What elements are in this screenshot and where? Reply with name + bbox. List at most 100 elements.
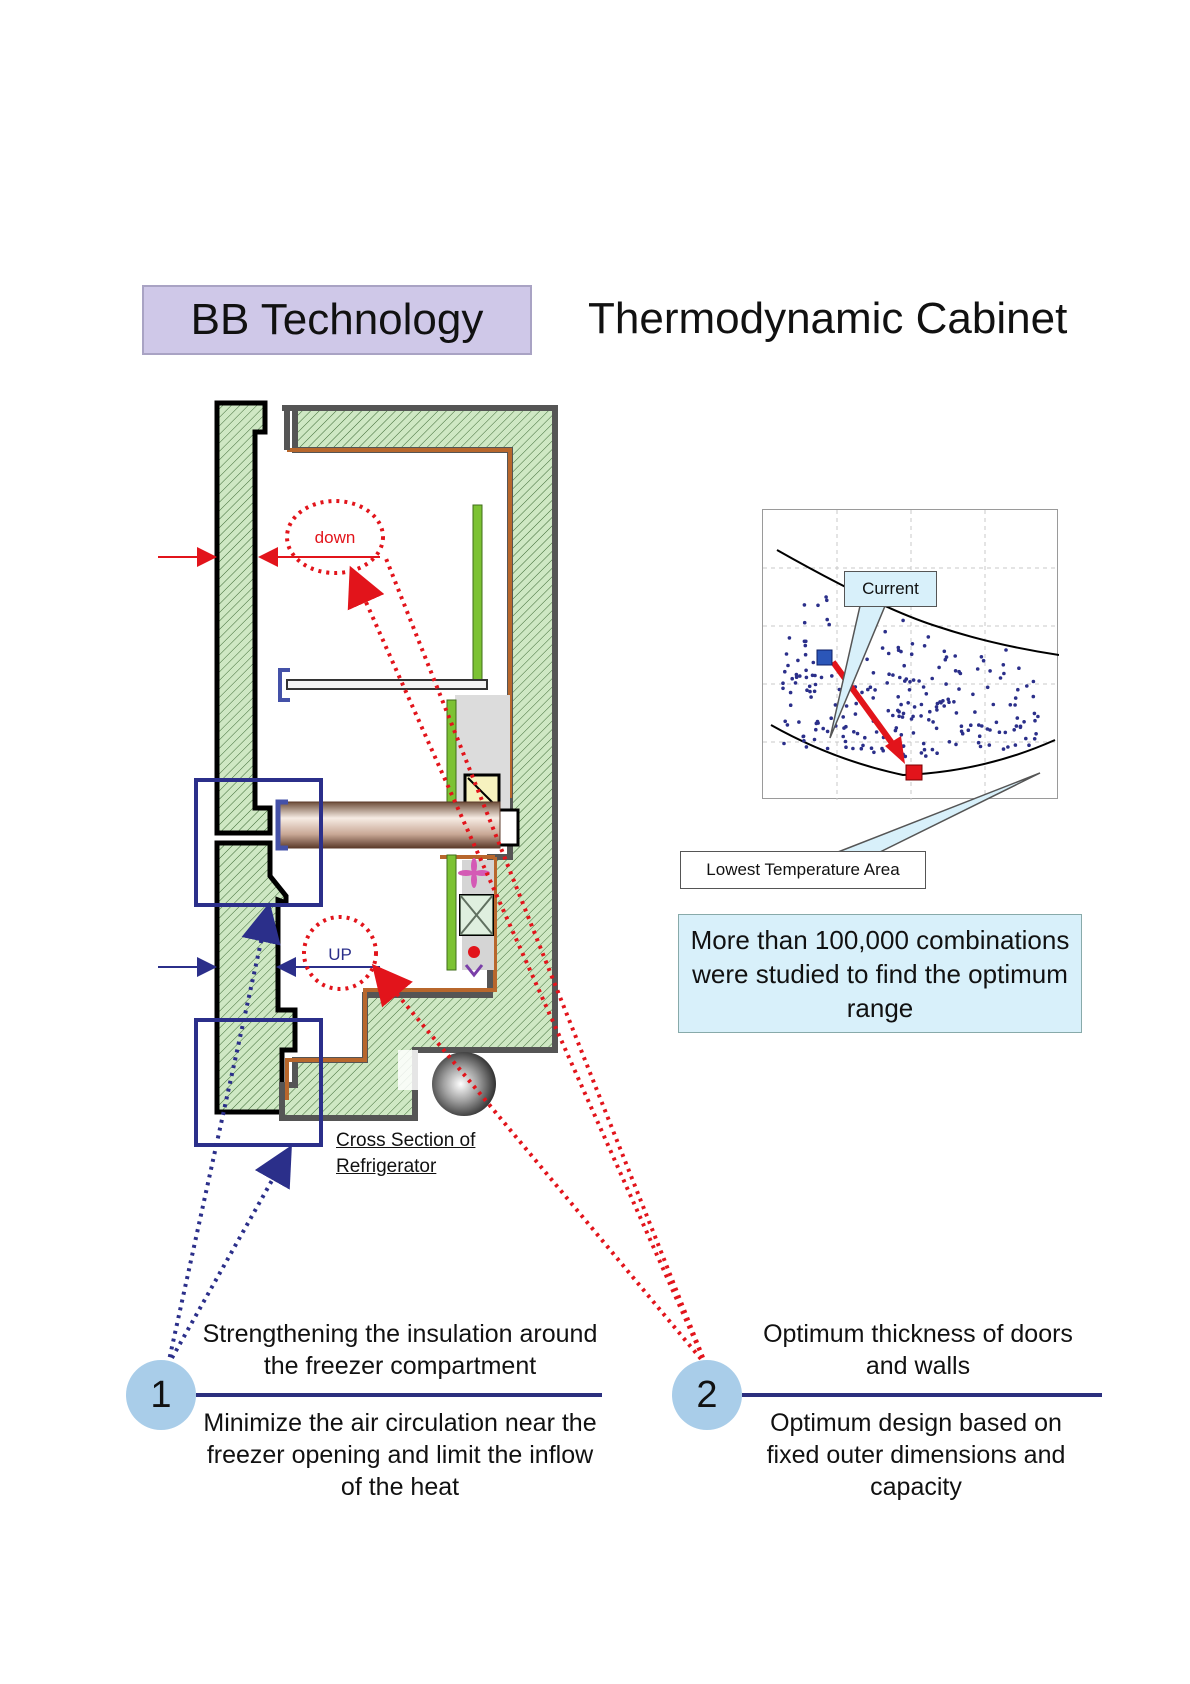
scatter-point (825, 598, 829, 603)
scatter-point (901, 618, 905, 623)
scatter-point (802, 739, 806, 743)
scatter-point (815, 719, 820, 724)
scatter-point (804, 745, 809, 749)
point-1-divider (196, 1393, 602, 1397)
scatter-point (1004, 648, 1008, 652)
point-2-divider (742, 1393, 1102, 1397)
scatter-point (809, 695, 813, 699)
scatter-point (883, 629, 887, 634)
scatter-point (854, 701, 858, 706)
scatter-point (930, 676, 934, 681)
scatter-point (783, 669, 787, 674)
scatter-point (868, 685, 873, 689)
scatter-point (1001, 663, 1006, 667)
scatter-point (1031, 694, 1036, 699)
scatter-point (942, 649, 947, 654)
scatter-point (896, 708, 900, 713)
scatter-point (909, 717, 914, 721)
scatter-point (1013, 743, 1018, 747)
scatter-point (803, 643, 808, 648)
scatter-point (977, 723, 981, 727)
optimization-chart (762, 509, 1060, 800)
scatter-point (985, 685, 990, 690)
scatter-point (1012, 728, 1016, 732)
scatter-point (794, 672, 799, 677)
scatter-point (935, 708, 939, 712)
scatter-point (1002, 671, 1006, 676)
scatter-point (860, 690, 864, 695)
scatter-point (1008, 703, 1013, 707)
scatter-point (917, 679, 921, 683)
scatter-point (798, 674, 802, 678)
scatter-point (1031, 679, 1036, 684)
scatter-point (958, 671, 963, 676)
scatter-point (793, 681, 798, 685)
scatter-point (805, 688, 809, 692)
scatter-point (997, 730, 1002, 734)
scatter-point (935, 701, 940, 706)
scatter-point (959, 724, 964, 728)
scatter-point (907, 688, 912, 692)
scatter-point (865, 657, 869, 662)
scatter-point (959, 729, 964, 734)
scatter-point (1032, 737, 1037, 741)
scatter-point (919, 751, 924, 755)
scatter-point (944, 682, 948, 686)
scatter-point (873, 688, 877, 692)
scatter-point (953, 669, 958, 673)
scatter-point (898, 675, 902, 680)
scatter-point (830, 674, 834, 678)
leader-lines-point-1 (166, 902, 292, 1366)
scatter-point (979, 655, 984, 659)
scatter-point (821, 726, 825, 731)
scatter-point (802, 620, 807, 625)
scatter-point (807, 684, 812, 689)
scatter-point (1025, 684, 1029, 688)
scatter-point (794, 675, 799, 679)
scatter-point (872, 750, 876, 755)
pipe (277, 801, 501, 849)
scatter-point (786, 663, 790, 668)
scatter-point (827, 622, 831, 627)
scatter-point (1022, 720, 1026, 724)
scatter-point (957, 687, 961, 691)
scatter-point (874, 730, 879, 734)
scatter-point (924, 754, 928, 758)
scatter-point (894, 726, 899, 730)
scatter-point (901, 711, 906, 716)
scatter-point (941, 699, 945, 703)
scatter-point (1014, 724, 1019, 728)
scatter-point (819, 675, 824, 680)
scatter-point (790, 676, 794, 681)
scatter-point (934, 726, 939, 731)
scatter-point (824, 595, 828, 599)
scatter-point (880, 646, 885, 650)
scatter-point (998, 676, 1003, 680)
scatter-point (802, 603, 807, 607)
scatter-point (985, 727, 990, 731)
scatter-point (844, 704, 849, 708)
diagram-caption: Cross Section of Refrigerator (336, 1128, 475, 1180)
scatter-point (935, 751, 939, 755)
scatter-point (1013, 703, 1017, 707)
scatter-point (1032, 711, 1037, 716)
scatter-point (922, 644, 927, 648)
point-2-detail: Optimum design based on fixed outer dime… (766, 1409, 1066, 1501)
scatter-point (896, 645, 901, 650)
scatter-point (886, 651, 891, 656)
scatter-point (919, 702, 924, 707)
scatter-point (897, 714, 901, 719)
scatter-point (919, 714, 923, 718)
scatter-point (927, 718, 931, 722)
point-2-number-badge: 2 (672, 1360, 742, 1430)
scatter-point (885, 681, 889, 685)
compressor (432, 1052, 496, 1116)
scatter-point (1006, 745, 1010, 749)
up-indicator-oval (302, 915, 378, 991)
scatter-point (816, 603, 820, 608)
scatter-point (921, 685, 926, 689)
scatter-point (781, 681, 785, 685)
scatter-point (911, 714, 915, 719)
scatter-point (924, 692, 929, 696)
fan-unit (458, 858, 494, 978)
